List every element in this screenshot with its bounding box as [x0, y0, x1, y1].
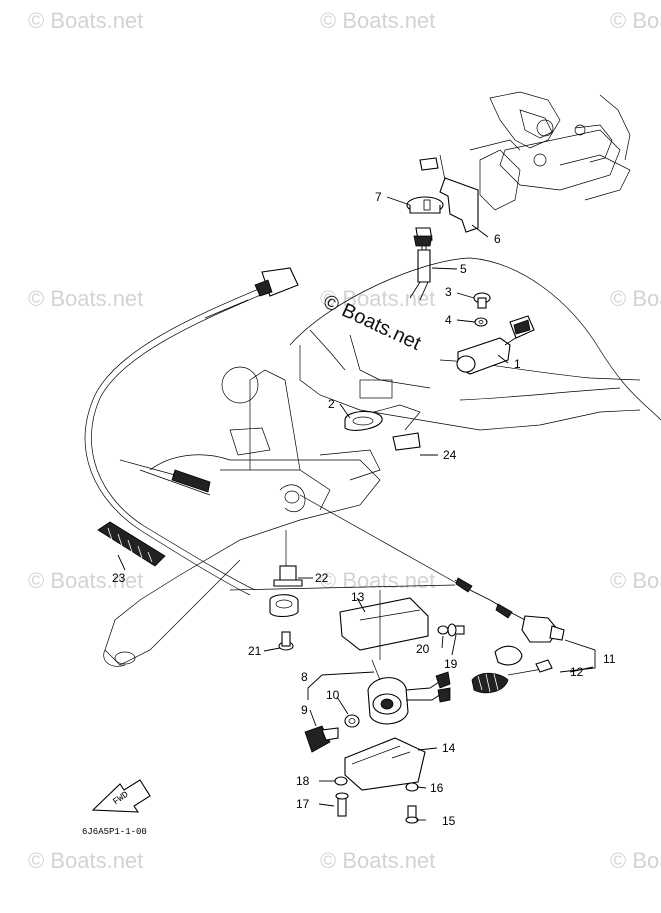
watermark: © Boats.net: [610, 8, 661, 33]
tiller-handle: [103, 366, 381, 667]
part-2-grommet: [344, 410, 383, 431]
callout-13: 13: [351, 590, 365, 604]
part-3-screw: [473, 292, 491, 309]
drawing-code: 6J6A5P1-1-00: [82, 827, 147, 837]
watermark-layer: © Boats.net © Boats.net © Boats.net © Bo…: [28, 8, 661, 873]
part-13-bracket: [339, 590, 429, 660]
watermark: © Boats.net: [28, 8, 143, 33]
callout-23: 23: [112, 571, 126, 585]
cowling-outline: [289, 257, 661, 431]
callout-24: 24: [443, 448, 457, 462]
part-17-screw: [335, 792, 349, 817]
part-19-screw: [447, 623, 465, 637]
part-21-screw: [278, 631, 294, 651]
callout-10: 10: [326, 688, 340, 702]
callout-15: 15: [442, 814, 456, 828]
part-15-screw: [405, 805, 419, 824]
fwd-arrow: FWD: [91, 779, 151, 813]
callout-22: 22: [315, 571, 329, 585]
part-22-retainer: [273, 530, 303, 587]
watermark: © Boats.net: [28, 286, 143, 311]
callout-14: 14: [442, 741, 456, 755]
callout-numbers: 1 2 3 4 5 6 7 8 9 10 11 12 13 14 15 16 1…: [112, 190, 616, 828]
watermark: © Boats.net: [610, 568, 661, 593]
callout-12: 12: [570, 665, 584, 679]
callout-6: 6: [494, 232, 501, 246]
watermark: © Boats.net: [610, 286, 661, 311]
callout-3: 3: [445, 285, 452, 299]
part-6-bracket: [419, 154, 479, 233]
part-20-washer: [437, 625, 449, 635]
part-5-wire: [409, 227, 433, 301]
part-23-grip: [97, 521, 166, 567]
control-cable: [84, 267, 299, 596]
watermark: © Boats.net: [320, 568, 435, 593]
callout-7: 7: [375, 190, 382, 204]
watermark: © Boats.net: [610, 848, 661, 873]
callout-4: 4: [445, 313, 452, 327]
part-18-washer: [334, 776, 348, 786]
part-24-plate: [392, 432, 421, 451]
callout-18: 18: [296, 774, 310, 788]
part-11-leader: [229, 494, 526, 621]
part-12-lanyard: [471, 645, 553, 694]
part-14-cover: [344, 737, 426, 791]
callout-20: 20: [416, 642, 430, 656]
part-8-main-switch: [367, 659, 451, 725]
part-7-clip: [406, 196, 444, 214]
callout-1: 1: [514, 357, 521, 371]
part-1-switch: [456, 315, 535, 375]
callout-8: 8: [301, 670, 308, 684]
part-16-washer: [405, 782, 419, 792]
callout-2: 2: [328, 397, 335, 411]
part-9-key: [304, 725, 339, 753]
watermark: © Boats.net: [320, 848, 435, 873]
watermark: © Boats.net: [28, 848, 143, 873]
part-22-clamp: [269, 594, 299, 618]
watermark: © Boats.net: [320, 286, 435, 311]
watermark: © Boats.net: [28, 568, 143, 593]
callout-19: 19: [444, 657, 458, 671]
part-11-stop-switch: [521, 615, 565, 643]
callout-16: 16: [430, 781, 444, 795]
callout-9: 9: [301, 703, 308, 717]
part-4-washer: [474, 317, 488, 327]
callout-17: 17: [296, 797, 310, 811]
part-10-nut: [344, 714, 360, 728]
leader-lines: [117, 196, 596, 821]
engine-bracket-drawing: [469, 91, 631, 211]
callout-5: 5: [460, 262, 467, 276]
callout-11: 11: [603, 652, 616, 666]
callout-21: 21: [248, 644, 262, 658]
watermark: © Boats.net: [320, 8, 435, 33]
